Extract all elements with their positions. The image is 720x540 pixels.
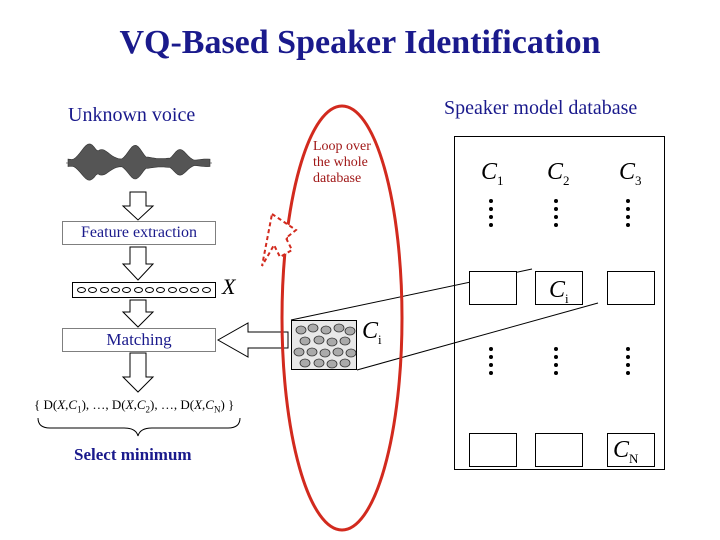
loop-arrow-icon <box>261 212 298 267</box>
model-cell-ci <box>535 271 583 305</box>
arrow-left <box>216 322 289 358</box>
model-label-3: C3 <box>619 159 642 189</box>
speaker-database-panel: C1 C2 C3 Ci CN <box>454 136 665 470</box>
model-cell <box>469 271 517 305</box>
feature-cell <box>122 287 132 293</box>
dist-x-1: X <box>57 397 66 412</box>
feature-cell <box>77 287 87 293</box>
vertical-dots <box>626 199 630 229</box>
model-cell-cn <box>607 433 655 467</box>
loop-oval <box>280 104 404 532</box>
unknown-voice-label: Unknown voice <box>68 104 196 126</box>
model-cell <box>469 433 517 467</box>
vertical-dots <box>554 347 558 377</box>
model-index: 3 <box>635 172 642 188</box>
model-cell <box>535 433 583 467</box>
model-index: 2 <box>563 172 570 188</box>
feature-cell <box>88 287 98 293</box>
codebook-symbol: Ci <box>362 318 382 348</box>
feature-cell <box>167 287 177 293</box>
vertical-dots <box>626 347 630 377</box>
dist-sub-1: 1 <box>77 404 82 415</box>
vertical-dots <box>489 347 493 377</box>
database-label: Speaker model database <box>444 97 638 119</box>
dist-c-3: C <box>205 397 214 412</box>
arrow-down-2 <box>121 246 155 281</box>
dist-sub-2: 2 <box>145 404 151 415</box>
model-index: i <box>565 290 569 306</box>
vector-symbol: X <box>222 274 236 299</box>
model-cell <box>607 271 655 305</box>
feature-cell <box>133 287 143 293</box>
feature-cell <box>145 287 155 293</box>
feature-cell <box>99 287 109 293</box>
brace <box>37 417 241 437</box>
vertical-dots <box>554 199 558 229</box>
model-letter: C <box>481 159 498 185</box>
loop-label-line-2: the whole <box>313 155 368 170</box>
dist-c-2: C <box>136 397 146 412</box>
dist-close: ) } <box>220 397 235 412</box>
loop-label: Loop over the whole database <box>313 139 371 187</box>
model-label-n: CN <box>613 437 638 467</box>
model-index: 1 <box>497 172 504 188</box>
feature-cell <box>201 287 211 293</box>
model-letter: C <box>619 159 636 185</box>
model-label-2: C2 <box>547 159 570 189</box>
arrow-down-3 <box>121 299 155 328</box>
matching-box: Matching <box>62 328 216 352</box>
dist-open: { D( <box>34 397 58 412</box>
model-label-1: C1 <box>481 159 504 189</box>
feature-cell <box>111 287 121 293</box>
feature-vector <box>72 282 216 298</box>
feature-cell <box>156 287 166 293</box>
loop-label-line-3: database <box>313 171 362 186</box>
distance-expression: { D(X,C1), …, D(X,C2), …, D(X,CN) } <box>34 397 235 415</box>
feature-cell <box>190 287 200 293</box>
dist-x-3: X <box>194 397 203 412</box>
model-label-i: Ci <box>549 277 569 307</box>
dist-x-2: X <box>125 397 134 412</box>
arrow-down-4 <box>121 352 155 393</box>
codebook-points-icon <box>293 323 356 369</box>
arrow-down-1 <box>121 191 155 221</box>
feature-extraction-box: Feature extraction <box>62 221 216 245</box>
vertical-dots <box>489 199 493 229</box>
model-index: N <box>629 450 639 466</box>
codebook-letter: C <box>362 318 379 344</box>
dist-c-1: C <box>68 397 78 412</box>
model-letter: C <box>613 437 630 463</box>
codebook-index: i <box>378 331 382 347</box>
dist-sub-3: N <box>213 404 221 415</box>
loop-label-line-1: Loop over <box>313 139 371 154</box>
select-minimum-label: Select minimum <box>74 445 192 464</box>
model-letter: C <box>549 277 566 303</box>
model-letter: C <box>547 159 564 185</box>
waveform-icon <box>66 143 212 181</box>
slide-title: VQ-Based Speaker Identification <box>119 24 601 61</box>
codebook-cluster <box>291 320 357 370</box>
feature-cell <box>179 287 189 293</box>
projection-line-bottom <box>356 302 599 371</box>
